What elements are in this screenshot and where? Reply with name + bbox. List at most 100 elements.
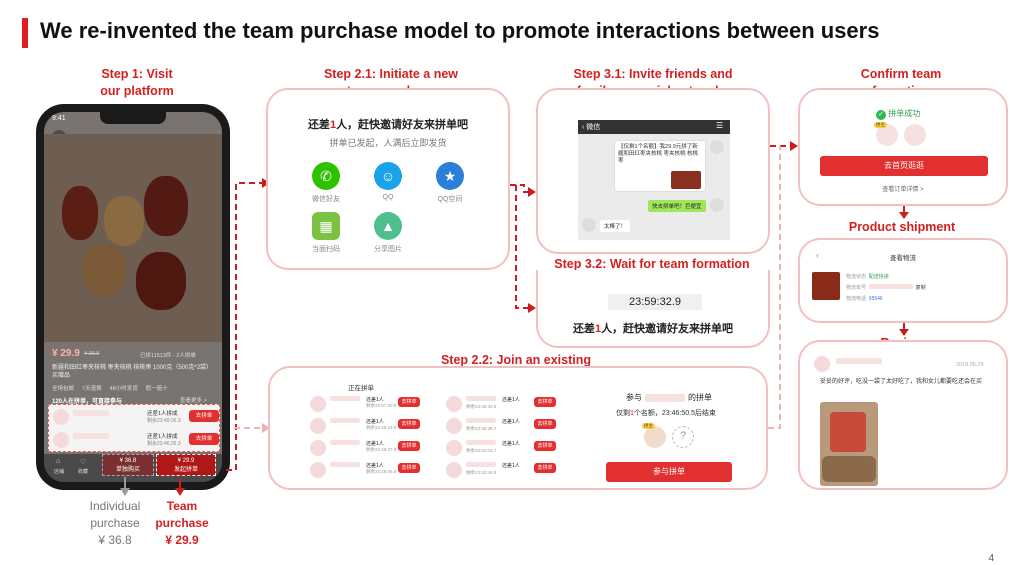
join-group-button[interactable]: 去拼单 [534,463,556,473]
row-time: 剩余23:49:37.0 [366,447,397,452]
empty-slot: ? [672,426,694,448]
arrowhead [790,141,798,151]
copy-button[interactable]: 复制 [915,285,926,291]
success-status: ✓ 拼单成功 [876,108,920,120]
team-purchase-price: ¥ 29.9 [165,533,199,547]
leader-avatar: 拼主 [874,122,898,146]
order-detail-link[interactable]: 查看订单详情 > [882,187,924,193]
walnut-shape [104,196,144,246]
username-placeholder [330,462,360,467]
wechat-icon[interactable]: ✆ [312,162,340,190]
username-placeholder [645,393,685,402]
leader-tag: 拼主 [874,122,887,128]
join-group-button[interactable]: 去拼单 [398,441,420,451]
join-group-button[interactable]: 去拼单 [189,410,219,422]
heart-icon[interactable]: ♡ [80,459,87,466]
avatar [310,418,326,434]
chat-header: ‹ 微信 ☰ [578,120,730,134]
avatar [310,440,326,456]
arrowhead [899,329,909,336]
row-need: 还差1人 [366,463,384,469]
row-need: 还差1人拼成 [147,411,178,417]
join-group-button[interactable]: 去拼单 [398,397,420,407]
team-purchase-label: Team purchase [155,499,209,530]
member-avatar [904,124,926,146]
jujube-pile-shape [822,456,876,482]
join-group-button[interactable]: 去拼单 [398,463,420,473]
jujube-shape [136,252,186,310]
join-group-button[interactable]: 去拼单 [534,397,556,407]
share-label: 当面扫码 [312,246,340,253]
group-row: 还差1人 剩余23:46:33.8 去拼单 [446,394,562,416]
username-placeholder [330,396,360,401]
back-icon[interactable]: ‹ [816,250,819,260]
connector-phone-step21 [226,182,264,471]
title-accent-bar [22,18,28,48]
contacts-icon[interactable]: ☰ [716,121,724,130]
connector-step22-confirm [768,146,781,429]
arrowhead [528,303,536,313]
group-row: 还差1人 剩余23:57:20.8 去拼单 [310,394,426,416]
connector-step21-step31 [510,184,530,193]
row-time: 剩余23:46:38.7 [466,426,497,431]
individual-arrowhead [120,488,130,496]
row-need: 还差1人 [366,419,384,425]
review-panel: 2018.05.29 妥妥的好评，吃没一袋了太好吃了，我和女儿都要吃还会在买 [798,340,1008,490]
shipment-panel: ‹ 查看物流 物流状态 配送快递 物流单号 复制 物流电话 95546 [798,238,1008,323]
join-group-button[interactable]: 去拼单 [534,441,556,451]
avatar [53,432,69,448]
group-list-right: 还差1人 剩余23:46:33.8 去拼单 还差1人 剩余23:46:38.7 … [446,394,562,482]
row-need: 还差1人 [502,463,520,469]
shop-icon[interactable]: ⌂ [56,458,61,465]
step22-panel: 正在拼单 还差1人 剩余23:57:20.8 去拼单 还差1人 剩余23:49:… [268,366,768,490]
share-card[interactable]: 【仅剩1个名额】我29.9元拼了新疆和田红枣夹核桃 枣夹核桃 核桃枣 [614,140,706,192]
row-time: 剩余23:49:23.9 [366,425,397,430]
join-group-button[interactable]: 去拼单 [398,419,420,429]
qrcode-icon[interactable]: ▦ [312,212,340,240]
check-icon: ✓ [876,110,886,120]
avatar [710,198,724,212]
tag: 7天退换 [82,386,102,392]
status-time: 9:41 [52,115,66,122]
review-photo[interactable] [820,402,878,486]
step21-panel: 还差1人，赶快邀请好友来拼单吧 拼单已发起，人满后立即发货 ✆ 微信好友 ☺ Q… [266,88,510,270]
shipment-title: 查看物流 [890,255,916,262]
qq-icon[interactable]: ☺ [374,162,402,190]
jujube-shape [62,186,98,240]
join-title: 参与的拼单 [626,393,712,402]
nav-shop[interactable]: 店铺 [54,469,65,475]
tag: 假一赔十 [145,386,168,392]
join-team-button[interactable]: 参与拼单 [606,462,732,482]
image-icon[interactable]: ▲ [374,212,402,240]
groups-more-link[interactable]: 查看更多 > [180,398,207,404]
username-placeholder [466,440,496,445]
nav-favorite[interactable]: 收藏 [78,469,89,475]
leader-tag: 拼主 [642,423,655,429]
price-old: ¥ 36.8 [84,351,100,357]
price-current: ¥ 29.9 [52,348,80,359]
row-need: 还差1人拼成 [147,434,178,440]
team-purchase-button[interactable]: ¥ 29.9 发起拼单 [156,454,216,476]
row-time: 剩余23:49:26.3 [147,418,181,424]
join-group-button[interactable]: 去拼单 [534,419,556,429]
arrowhead [899,212,909,219]
avatar [310,396,326,412]
tag: 全场包邮 [52,386,75,392]
chat-title: ‹ 微信 [582,124,601,131]
invite-headline: 还差1人，赶快邀请好友来拼单吧 [307,119,469,131]
slide-title: We re-invented the team purchase model t… [40,18,880,43]
group-row: 还差1人 剩余23:52:44.8 去拼单 [446,460,562,482]
individual-purchase-button[interactable]: ¥ 36.8 单独购买 [102,454,154,476]
tracking-placeholder [868,284,913,289]
row-time: 剩余23:57:20.8 [366,403,397,408]
share-label: QQ [382,194,394,201]
arrowhead [262,423,270,433]
row-need: 还差1人 [502,441,520,447]
invite-subtitle: 拼单已发起，人满后立即发货 [329,138,447,148]
arrowhead [528,187,536,197]
qzone-icon[interactable]: ★ [436,162,464,190]
join-group-button[interactable]: 去拼单 [189,433,219,445]
username-placeholder [73,410,109,416]
go-home-button[interactable]: 去首页逛逛 [820,156,988,176]
